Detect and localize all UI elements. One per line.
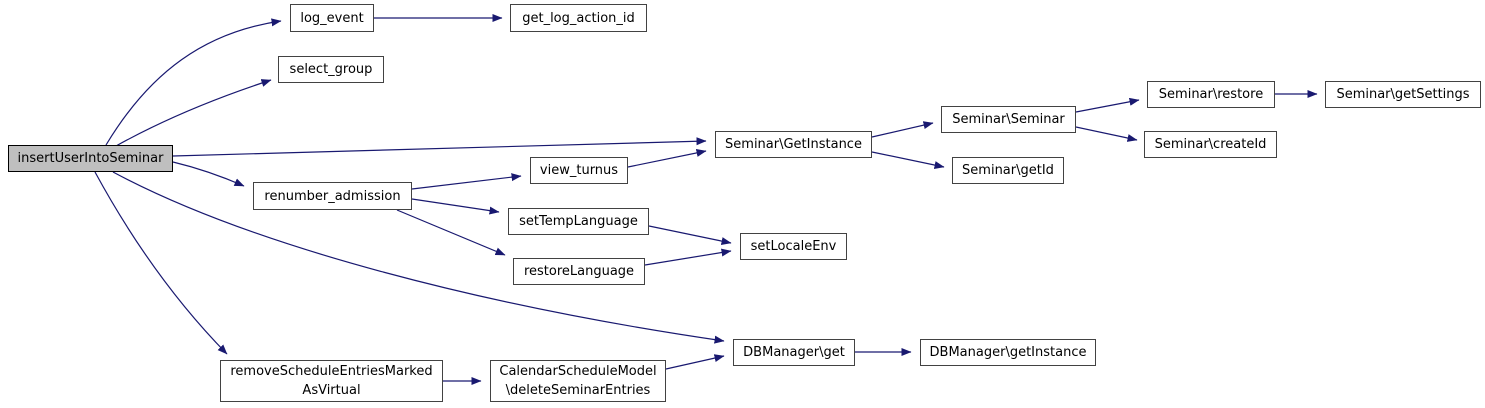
node-label: get_log_action_id — [522, 10, 635, 26]
edge-restoreLanguage-setLocaleEnv — [644, 248, 732, 266]
node-label: view_turnus — [539, 163, 619, 178]
node-label-line2: AsVirtual — [302, 383, 361, 398]
edge-insertUserIntoSeminar-DBManager_get — [112, 171, 725, 344]
node-Seminar_createId[interactable]: Seminar\createId — [1144, 131, 1277, 158]
node-Seminar_getSettings[interactable]: Seminar\getSettings — [1325, 81, 1481, 108]
node-label: Seminar\Seminar — [952, 112, 1065, 127]
node-removeScheduleEntriesMarkedAsVirtual[interactable]: removeScheduleEntriesMarked AsVirtual — [220, 360, 443, 402]
edge-view_turnus-Seminar_GetInstance — [627, 148, 707, 168]
edge-insertUserIntoSeminar-select_group — [115, 79, 272, 147]
node-label: select_group — [289, 62, 373, 77]
node-insertUserIntoSeminar[interactable]: insertUserIntoSeminar — [8, 145, 173, 172]
node-get_log_action_id[interactable]: get_log_action_id — [510, 4, 647, 32]
edge-CalendarScheduleModel-DBManager_get — [665, 354, 725, 370]
edge-Seminar_GetInstance-Seminar_Seminar — [871, 121, 934, 138]
node-label: renumber_admission — [264, 188, 401, 204]
node-Seminar_getId[interactable]: Seminar\getId — [952, 157, 1064, 184]
edge-insertUserIntoSeminar-renumber_admission — [172, 161, 245, 187]
node-log_event[interactable]: log_event — [290, 4, 374, 32]
edge-insertUserIntoSeminar-Seminar_GetInstance — [172, 137, 707, 157]
node-label-line1: CalendarScheduleModel — [499, 364, 657, 379]
edge-Seminar_Seminar-Seminar_restore — [1075, 97, 1140, 113]
node-label: Seminar\getId — [962, 163, 1054, 178]
node-label: Seminar\getSettings — [1336, 87, 1470, 102]
edge-Seminar_Seminar-Seminar_createId — [1075, 126, 1138, 142]
node-label: log_event — [300, 10, 364, 26]
node-label-line2: \deleteSeminarEntries — [505, 383, 651, 398]
node-renumber_admission[interactable]: renumber_admission — [253, 182, 412, 210]
node-label: insertUserIntoSeminar — [17, 151, 164, 166]
node-label: setLocaleEnv — [750, 239, 837, 254]
node-Seminar_GetInstance[interactable]: Seminar\GetInstance — [715, 131, 872, 158]
edge-Seminar_GetInstance-Seminar_getId — [871, 151, 945, 169]
node-Seminar_restore[interactable]: Seminar\restore — [1147, 81, 1275, 108]
node-label: DBManager\getInstance — [929, 345, 1087, 360]
node-Seminar_Seminar[interactable]: Seminar\Seminar — [941, 106, 1076, 133]
node-label: setTempLanguage — [519, 214, 638, 229]
node-label: Seminar\GetInstance — [725, 137, 862, 152]
edge-renumber_admission-restoreLanguage — [396, 209, 506, 256]
node-select_group[interactable]: select_group — [278, 56, 384, 83]
node-label: restoreLanguage — [523, 264, 635, 279]
node-view_turnus[interactable]: view_turnus — [530, 157, 628, 184]
edge-insertUserIntoSeminar-log_event — [105, 18, 282, 146]
node-setLocaleEnv[interactable]: setLocaleEnv — [740, 233, 847, 260]
edge-renumber_admission-view_turnus — [411, 173, 522, 190]
node-label-line1: removeScheduleEntriesMarked — [230, 364, 433, 379]
node-label: Seminar\restore — [1158, 87, 1264, 102]
node-DBManager_get[interactable]: DBManager\get — [733, 339, 855, 366]
node-label: DBManager\get — [743, 345, 845, 360]
edge-insertUserIntoSeminar-removeScheduleEntriesMarkedAsVirtual — [94, 171, 228, 355]
node-setTempLanguage[interactable]: setTempLanguage — [508, 208, 649, 235]
edge-renumber_admission-setTempLanguage — [411, 198, 500, 215]
node-restoreLanguage[interactable]: restoreLanguage — [513, 258, 645, 285]
edge-setTempLanguage-setLocaleEnv — [648, 225, 732, 245]
node-label: Seminar\createId — [1154, 137, 1267, 152]
node-DBManager_getInstance[interactable]: DBManager\getInstance — [920, 339, 1096, 366]
node-CalendarScheduleModel_deleteSeminarEntries[interactable]: CalendarScheduleModel \deleteSeminarEntr… — [490, 360, 666, 402]
